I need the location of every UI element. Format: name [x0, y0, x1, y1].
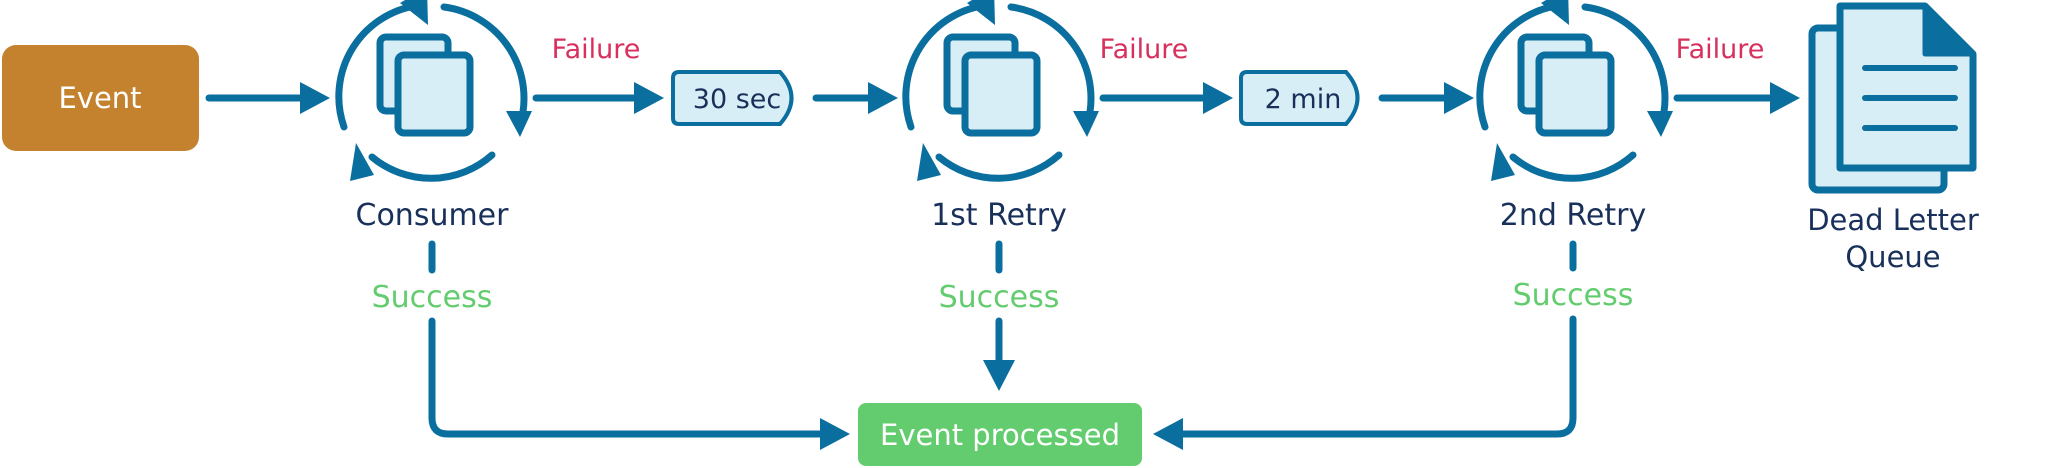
delay-label-30-sec: 30 sec: [693, 84, 781, 115]
success-path-consumer: Success: [372, 240, 850, 450]
success-label-retry1: Success: [939, 280, 1060, 315]
failure-label-retry1: Failure: [1100, 34, 1189, 65]
consumer-label: Consumer: [356, 198, 510, 233]
success-label-consumer: Success: [372, 280, 493, 315]
arrow-event-to-consumer: [205, 82, 330, 114]
delay-tag-2-min: 2 min: [1239, 70, 1360, 126]
failure-arrow-retry2: Failure: [1673, 34, 1800, 114]
consumer-node: Consumer: [339, 0, 532, 233]
failure-arrow-retry1: Failure: [1099, 34, 1233, 114]
failure-label-consumer: Failure: [552, 34, 641, 65]
delay-tag-30-sec: 30 sec: [671, 70, 794, 126]
retry1-label: 1st Retry: [931, 198, 1067, 233]
success-path-retry1: Success: [939, 240, 1060, 391]
event-start-box: [2, 45, 199, 151]
event-processed-label: Event processed: [880, 418, 1120, 452]
event-start-label: Event: [58, 81, 141, 115]
event-processed-box: [858, 403, 1142, 466]
retry2-label: 2nd Retry: [1500, 198, 1646, 233]
event-processed-node: Event processed: [858, 403, 1142, 466]
dlq-label-line2: Queue: [1845, 240, 1940, 274]
dead-letter-queue-node: Dead Letter Queue: [1807, 2, 1979, 274]
arrow-delay1-to-retry1: [812, 82, 898, 114]
retry1-icon: [906, 0, 1099, 181]
event-start-node: Event: [2, 45, 199, 151]
retry1-node: 1st Retry: [906, 0, 1099, 233]
dlq-label-line1: Dead Letter: [1807, 203, 1979, 237]
failure-arrow-consumer: Failure: [532, 34, 664, 114]
arrow-delay2-to-retry2: [1378, 82, 1474, 114]
success-label-retry2: Success: [1513, 278, 1634, 313]
retry2-node: 2nd Retry: [1480, 0, 1673, 233]
success-path-retry2: Success: [1153, 240, 1634, 450]
failure-label-retry2: Failure: [1676, 34, 1765, 65]
retry2-icon: [1480, 0, 1673, 181]
document-stack-icon: [1808, 2, 1977, 194]
consumer-icon: [339, 0, 532, 181]
delay-label-2-min: 2 min: [1265, 84, 1342, 115]
